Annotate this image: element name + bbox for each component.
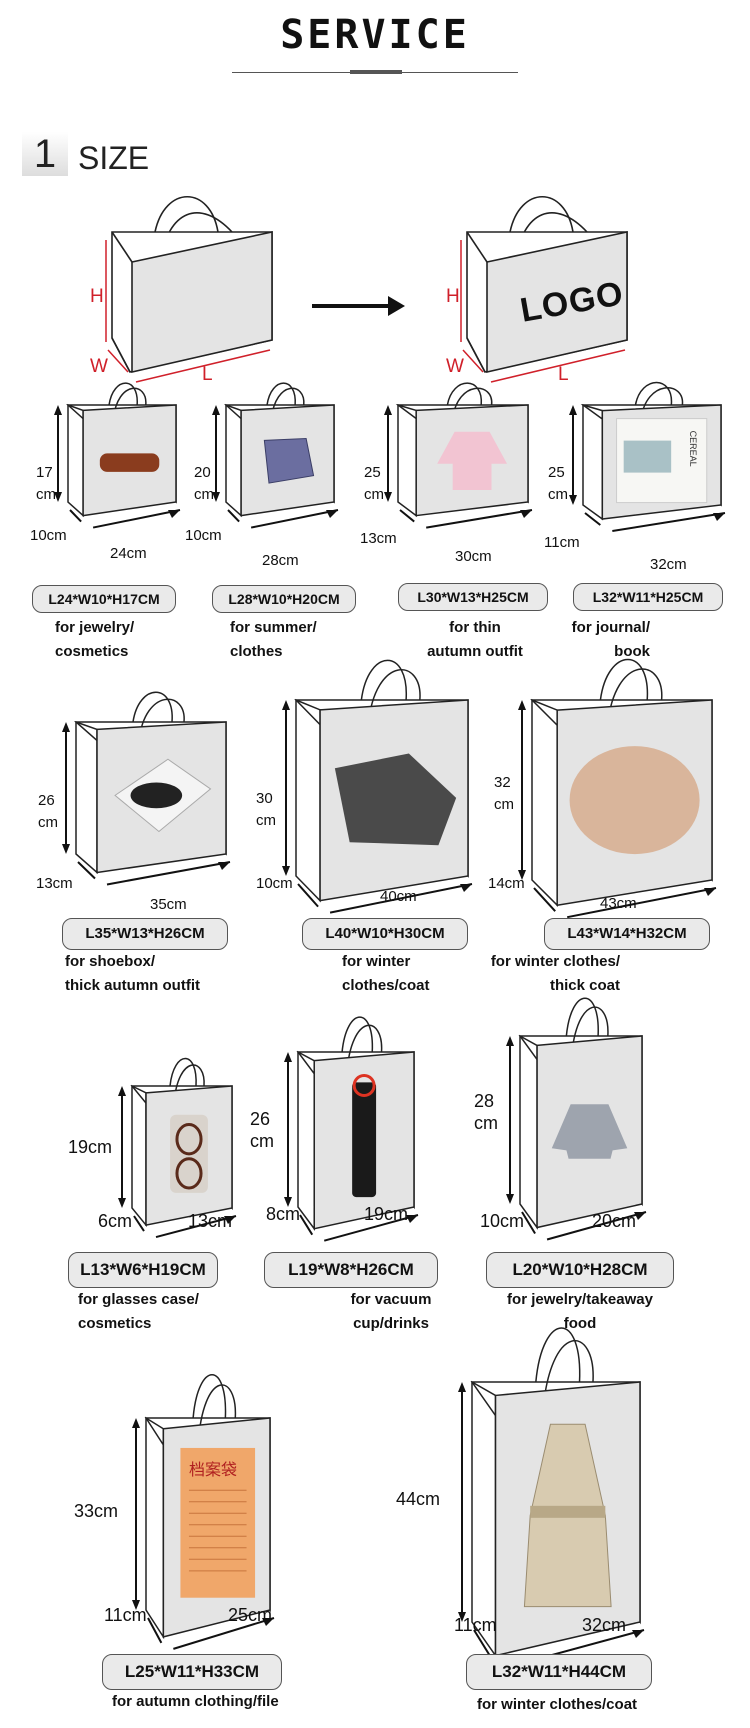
bag-illustration [282, 659, 473, 914]
width-dimension: 10cm [30, 527, 67, 544]
height-dimension: 26 cm [250, 1109, 274, 1151]
width-dimension: 14cm [488, 875, 525, 892]
length-label: L [202, 364, 213, 385]
file-envelope-icon [180, 1447, 256, 1598]
length-dimension: 30cm [455, 548, 492, 565]
grey-coat-icon [334, 753, 457, 846]
glasses-icon [175, 1123, 203, 1156]
width-dimension: 6cm [98, 1211, 133, 1231]
width-dimension: 10cm [185, 527, 222, 544]
usage-description: for winter clothes/ thick coat [490, 953, 620, 994]
height-dimension: 17 cm [36, 464, 56, 503]
section-number: 1 [22, 132, 68, 176]
width-dimension: 13cm [360, 530, 397, 547]
magazine-title: CEREAL [688, 431, 698, 467]
length-dimension: 43cm [600, 895, 637, 912]
page-title: SERVICE [280, 12, 470, 58]
plain-bag-illustration [111, 195, 273, 374]
bag-illustration: 档案袋 [132, 1374, 275, 1650]
width-dimension: 11cm [454, 1615, 497, 1635]
length-dimension: 32cm [650, 556, 687, 573]
usage-description: for autumn clothing/file [112, 1693, 279, 1710]
length-dimension: 40cm [380, 888, 417, 905]
usage-description: for summer/ clothes [230, 619, 317, 660]
bag-illustration [458, 1327, 645, 1669]
width-dimension: 8cm [266, 1204, 301, 1224]
bag-illustration [518, 658, 717, 919]
width-dimension: 13cm [36, 875, 73, 892]
length-dimension: 24cm [110, 545, 147, 562]
usage-description: for shoebox/ thick autumn outfit [65, 953, 200, 994]
section-label: SIZE [78, 140, 150, 176]
usage-description: for journal/ book [571, 619, 650, 660]
pencil-case-icon [99, 453, 160, 472]
usage-description: for vacuum cup/drinks [350, 1291, 432, 1332]
bag-illustration [284, 1016, 419, 1242]
bag-illustration [384, 382, 533, 529]
length-dimension: 35cm [150, 896, 187, 913]
dimension-lines-red [105, 240, 271, 383]
height-dimension: 20 cm [194, 464, 214, 503]
envelope-label: 档案袋 [189, 1460, 237, 1479]
length-dimension: 32cm [582, 1615, 627, 1635]
height-label: H [90, 286, 104, 307]
usage-description: for glasses case/ cosmetics [78, 1291, 199, 1332]
height-dimension: 25 cm [548, 464, 568, 503]
width-dimension: 10cm [256, 875, 293, 892]
length-dimension: 28cm [262, 552, 299, 569]
bag-illustration [212, 382, 339, 529]
bag-illustration [506, 997, 647, 1241]
height-dimension: 25 cm [364, 464, 384, 503]
usage-description: for jewelry/ cosmetics [55, 619, 135, 660]
vacuum-bottle-icon [352, 1082, 377, 1198]
size-spec-badge: L32*W11*H25CM [573, 583, 723, 611]
arrow-right-icon [312, 296, 405, 316]
height-dimension: 30 cm [256, 790, 276, 829]
height-label-2: H [446, 286, 460, 307]
height-dimension: 33cm [74, 1501, 119, 1521]
height-dimension: 19cm [68, 1137, 113, 1157]
length-dimension: 13cm [188, 1211, 233, 1231]
size-spec-badge: L25*W11*H33CM [102, 1654, 282, 1690]
usage-description: for winter clothes/coat [477, 1696, 638, 1713]
height-dimension: 26 cm [38, 792, 58, 831]
bag-illustration: CEREAL [569, 381, 726, 532]
bag-illustration [62, 691, 231, 886]
length-label-2: L [558, 364, 569, 385]
width-dimension: 11cm [104, 1605, 147, 1625]
length-dimension: 19cm [364, 1204, 409, 1224]
length-dimension: 20cm [592, 1211, 637, 1231]
height-dimension: 32 cm [494, 774, 514, 813]
size-spec-badge: L13*W6*H19CM [68, 1252, 218, 1288]
sweatshirt-icon [551, 1104, 628, 1159]
plaid-shirt-icon [263, 437, 315, 484]
size-spec-badge: L32*W11*H44CM [466, 1654, 652, 1690]
height-dimension: 44cm [396, 1489, 441, 1509]
size-spec-badge: L40*W10*H30CM [302, 918, 468, 950]
title-divider-accent [350, 70, 402, 74]
size-spec-badge: L35*W13*H26CM [62, 918, 228, 950]
pink-sweater-icon [437, 431, 508, 490]
fur-coat-icon [569, 746, 700, 855]
logo-bag-illustration [466, 195, 628, 374]
bag-illustration [54, 382, 181, 529]
usage-description: for winter clothes/coat [342, 953, 430, 994]
width-label: W [90, 356, 108, 377]
size-spec-badge: L24*W10*H17CM [32, 585, 176, 613]
size-spec-badge: L43*W14*H32CM [544, 918, 710, 950]
width-dimension: 11cm [544, 534, 580, 551]
width-dimension: 10cm [480, 1211, 525, 1231]
bag-illustration [118, 1057, 237, 1239]
width-label-2: W [446, 356, 464, 377]
size-spec-badge: L19*W8*H26CM [264, 1252, 438, 1288]
size-spec-badge: L30*W13*H25CM [398, 583, 548, 611]
length-dimension: 25cm [228, 1605, 273, 1625]
usage-description: for thin autumn outfit [427, 619, 523, 660]
size-spec-badge: L28*W10*H20CM [212, 585, 356, 613]
usage-description: for jewelry/takeaway food [507, 1291, 653, 1332]
size-spec-badge: L20*W10*H28CM [486, 1252, 674, 1288]
height-dimension: 28 cm [474, 1091, 498, 1133]
